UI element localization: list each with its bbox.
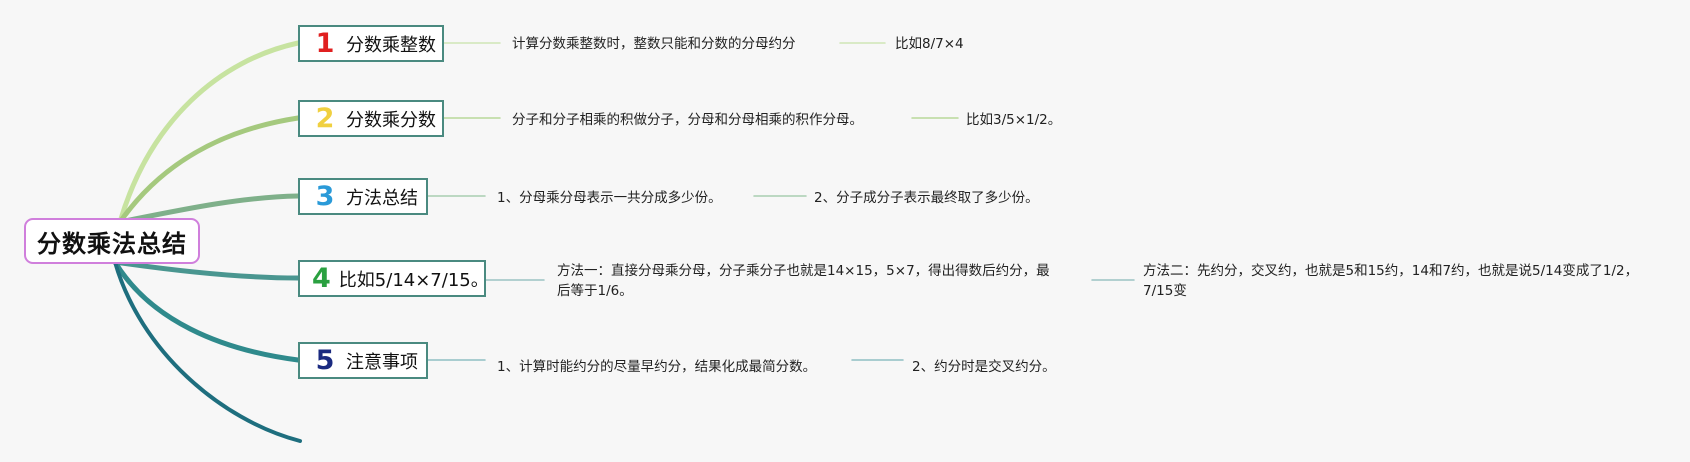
topic-4-note-2[interactable]: 方法二：先约分，交叉约，也就是5和15约，14和7约，也就是说5/14变成了1/… [1143,263,1639,299]
branch-1 [117,40,301,225]
topic-5-note-1[interactable]: 1、计算时能约分的尽量早约分，结果化成最简分数。 [497,359,817,375]
branch-4 [112,259,301,281]
number-2-icon: 2 [315,103,335,134]
topic-2-note-2[interactable]: 比如3/5×1/2。 [966,112,1062,128]
topic-5[interactable]: 5 注意事项 [298,342,428,379]
topic-2[interactable]: 2 分数乘分数 [298,100,444,137]
topic-3-note-1[interactable]: 1、分母乘分母表示一共分成多少份。 [497,190,722,206]
number-4-icon: 4 [312,263,331,294]
branch-extra [113,260,302,443]
topic-1-label: 分数乘整数 [346,34,436,56]
topic-3[interactable]: 3 方法总结 [298,178,428,215]
root-topic-label: 分数乘法总结 [37,229,187,258]
topic-5-note-2[interactable]: 2、约分时是交叉约分。 [912,359,1056,375]
topic-1-note-1[interactable]: 计算分数乘整数时，整数只能和分数的分母约分 [512,36,796,52]
branch-5 [112,259,301,363]
branch-3 [117,193,301,225]
topic-1-note-2[interactable]: 比如8/7×4 [895,36,964,52]
topic-3-note-2[interactable]: 2、分子成分子表示最终取了多少份。 [814,190,1039,206]
topic-4-note-1[interactable]: 方法一：直接分母乘分母，分子乘分子也就是14×15，5×7，得出得数后约分，最后… [557,263,1050,299]
number-1-icon: 1 [315,28,335,59]
topic-1[interactable]: 1 分数乘整数 [298,25,444,62]
number-3-icon: 3 [315,181,335,212]
topic-3-label: 方法总结 [346,187,418,209]
root-topic[interactable]: 分数乘法总结 [24,218,200,264]
branch-2 [117,115,301,225]
topic-4-label: 比如5/14×7/15。 [338,269,489,291]
topic-4[interactable]: 4 比如5/14×7/15。 [298,260,489,297]
number-5-icon: 5 [315,345,335,376]
topic-5-label: 注意事项 [346,351,418,373]
topic-2-label: 分数乘分数 [346,109,436,131]
topic-2-note-1[interactable]: 分子和分子相乘的积做分子，分母和分母相乘的积作分母。 [512,112,863,128]
